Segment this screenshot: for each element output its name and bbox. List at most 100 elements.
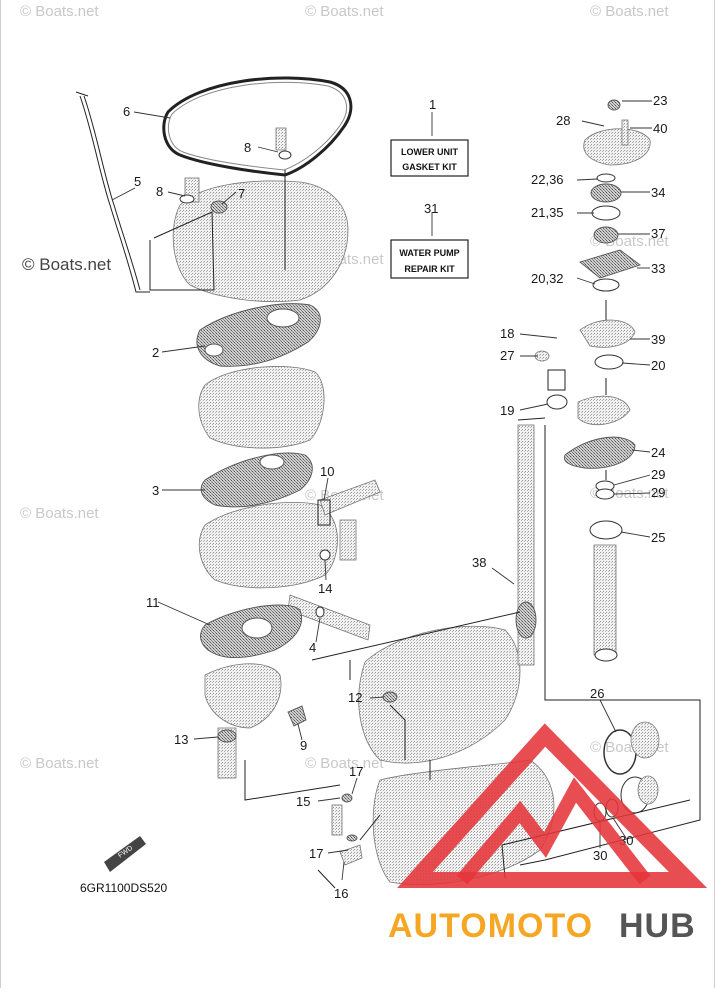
- lower-part: [204, 663, 282, 729]
- guide-line: [389, 704, 406, 760]
- frame-line: [359, 814, 381, 841]
- diagram-code: 6GR1100DS520: [80, 881, 167, 895]
- kit-label-line2: REPAIR KIT: [404, 264, 455, 274]
- leader-line: [161, 345, 206, 353]
- callout-labels: 1 2 3 4 5 6 7 8 8 9 10 11 12 13 14 15 16…: [123, 93, 667, 901]
- leader-line: [323, 477, 329, 501]
- callout-number: 16: [334, 886, 348, 901]
- callout-number: 26: [590, 686, 604, 701]
- leader-line: [221, 191, 237, 205]
- oring-part: [278, 150, 292, 160]
- seal-ring-part: [162, 76, 353, 177]
- spacer-part: [637, 775, 659, 805]
- logo-mountain-icon: [456, 777, 651, 885]
- callout-number: 21,35: [531, 205, 564, 220]
- callout-number: 29: [651, 467, 665, 482]
- callout-number: 30: [593, 848, 607, 863]
- watermark-text: © Boats.net: [305, 3, 384, 20]
- leader-line: [341, 861, 345, 881]
- callout-number: 24: [651, 445, 665, 460]
- callout-number: 1: [429, 97, 436, 112]
- leader-line: [324, 559, 327, 581]
- gasket-ring-part: [592, 278, 620, 292]
- callout-number: 29: [651, 485, 665, 500]
- frame-line: [519, 425, 701, 866]
- impeller-part: [593, 226, 619, 244]
- hose-part: [83, 95, 141, 291]
- frame-line: [317, 869, 336, 889]
- leader-line: [612, 817, 627, 839]
- kit-label-line1: WATER PUMP: [399, 248, 459, 258]
- leader-line: [613, 492, 651, 495]
- callout-number: 9: [300, 738, 307, 753]
- kit-label-line2: GASKET KIT: [402, 162, 457, 172]
- callout-number: 2: [152, 345, 159, 360]
- oring-part: [594, 354, 624, 370]
- drain-plug-part: [217, 729, 237, 743]
- callout-number: 3: [152, 483, 159, 498]
- leader-line: [519, 403, 549, 411]
- callout-number: 37: [651, 226, 665, 241]
- kit-label-line1: LOWER UNIT: [401, 147, 458, 157]
- callout-number: 23: [653, 93, 667, 108]
- callout-number: 11: [146, 595, 160, 610]
- callout-number: 19: [500, 403, 514, 418]
- pump-housing-part: [579, 319, 636, 348]
- callout-number: 10: [320, 464, 334, 479]
- leader-line: [167, 191, 186, 197]
- logo-triangle-icon: [397, 723, 708, 888]
- seal-ring-part: [167, 81, 348, 171]
- callout-number: 34: [651, 185, 665, 200]
- watermark-text: © Boats.net: [305, 755, 384, 772]
- leader-line: [613, 474, 651, 486]
- leader-line: [620, 531, 651, 538]
- callout-number: 20,32: [531, 271, 564, 286]
- kit-box-frame: [390, 239, 469, 279]
- fwd-arrow-icon: [104, 836, 146, 872]
- anode-part: [339, 844, 363, 866]
- hose-part: [79, 95, 150, 293]
- callout-number: 13: [174, 732, 188, 747]
- frame-line: [244, 760, 341, 801]
- oring-part: [315, 606, 325, 618]
- gasket-hole: [259, 454, 285, 470]
- gasket-part: [563, 436, 636, 469]
- frame-line: [311, 611, 521, 661]
- parts-layer: FWD: [75, 76, 660, 886]
- logo-text-part1: AUTOMOTO: [388, 907, 593, 945]
- callout-number: 7: [238, 186, 245, 201]
- callout-number: 25: [651, 530, 665, 545]
- automotohub-logo: AUTOMOTO HUB: [388, 723, 708, 945]
- leader-lines: [111, 100, 701, 889]
- leader-line: [631, 449, 651, 453]
- watermark-text: © Boats.net: [20, 3, 99, 20]
- watermark-text: © Boats.net: [20, 755, 99, 772]
- callout-number: 15: [296, 794, 310, 809]
- callout-number: 6: [123, 104, 130, 119]
- bolt-part: [621, 119, 629, 146]
- callout-number: 17: [309, 846, 323, 861]
- outer-plate-part: [579, 249, 641, 279]
- middle-housing-part: [198, 366, 325, 449]
- bolt-part: [275, 127, 287, 151]
- callout-number: 12: [348, 690, 362, 705]
- oring-part: [596, 173, 616, 183]
- leader-line: [351, 777, 358, 795]
- water-pump-repair-kit-box: WATER PUMP REPAIR KIT: [390, 239, 469, 279]
- watermark-text: © Boats.net: [590, 3, 669, 20]
- callout-number: 31: [424, 201, 438, 216]
- leader-line: [519, 333, 558, 339]
- leader-line: [599, 699, 617, 733]
- gasket-hole: [241, 617, 273, 639]
- oring-part: [546, 394, 568, 410]
- gasket-hole: [204, 343, 224, 357]
- gasket-hole: [266, 308, 300, 328]
- guide-box: [547, 369, 566, 391]
- shift-rod-part: [319, 479, 381, 516]
- screw-part: [331, 804, 343, 836]
- oil-seal-housing-part: [577, 395, 631, 425]
- lower-case-part: [198, 501, 338, 589]
